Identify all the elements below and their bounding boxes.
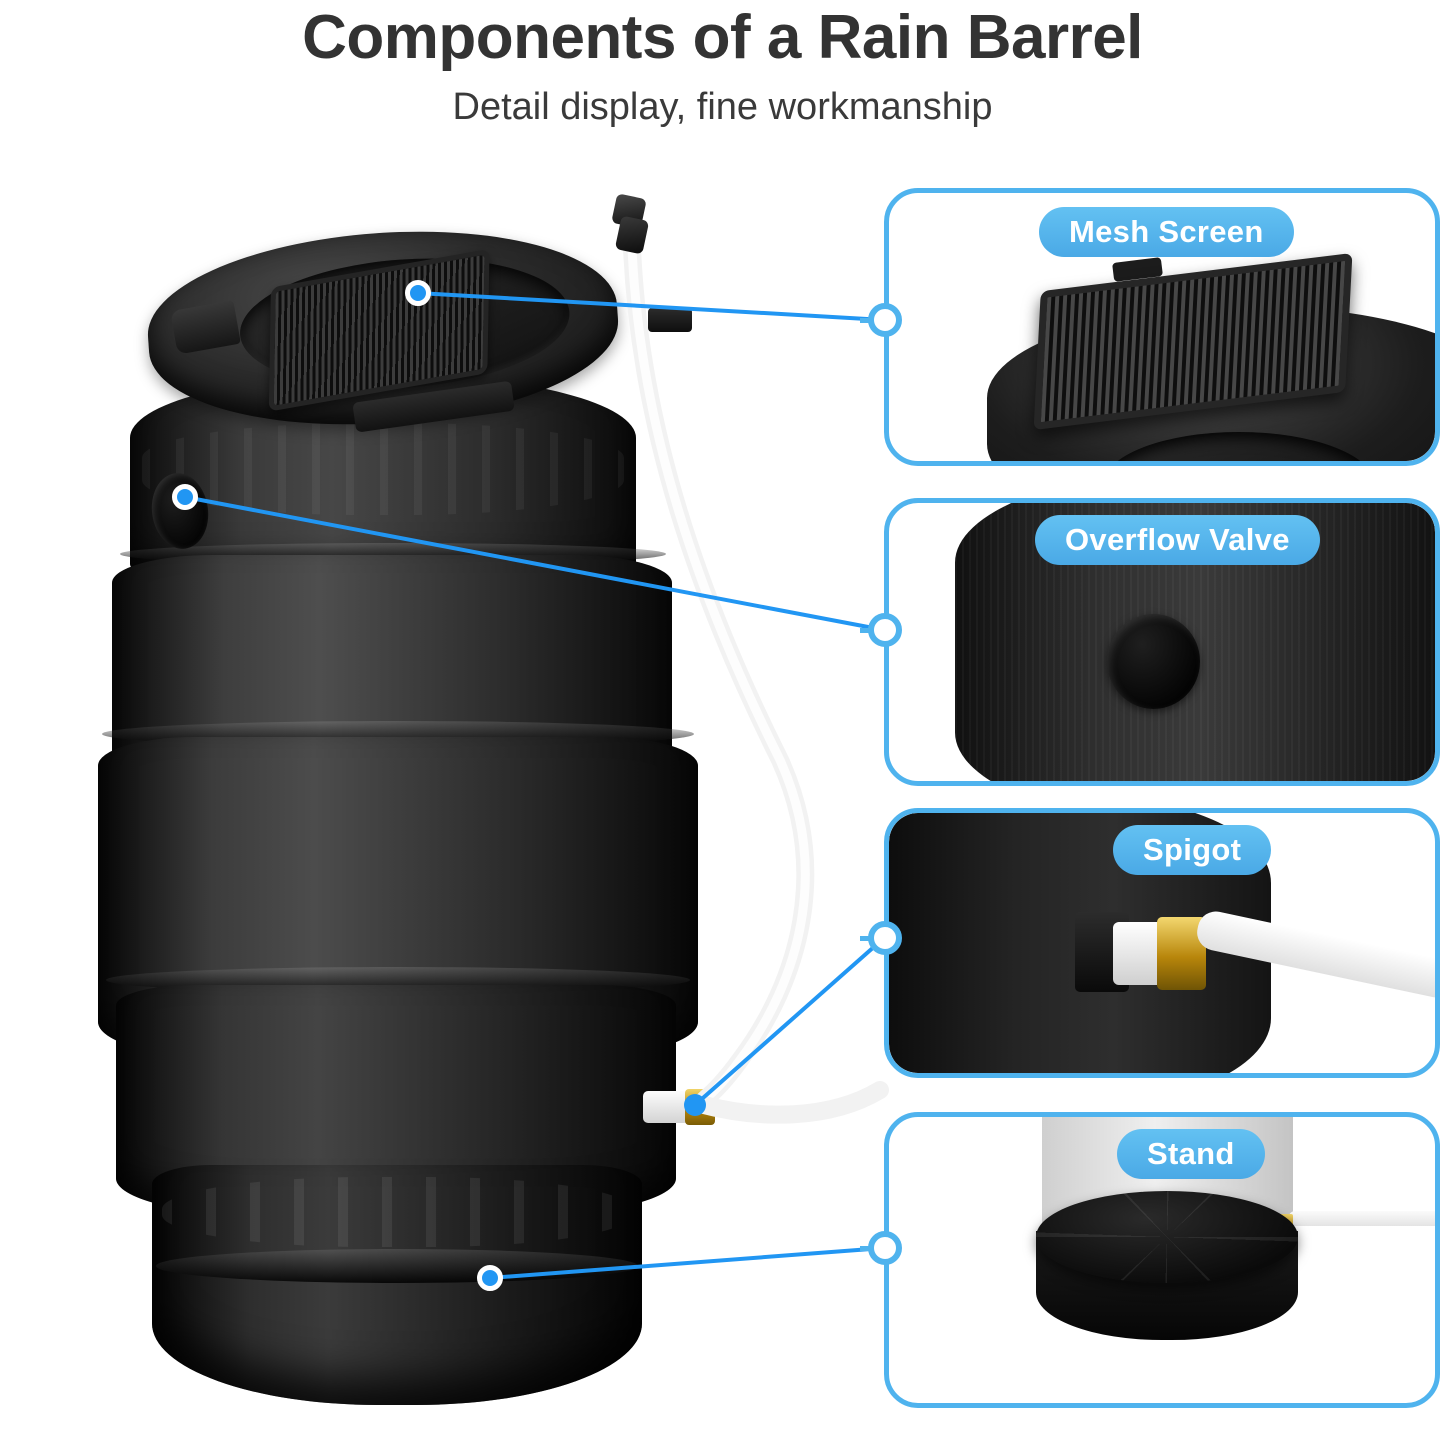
page-title: Components of a Rain Barrel xyxy=(302,3,1143,72)
hose-connector-lower xyxy=(614,215,650,255)
callout-dot-stand[interactable] xyxy=(477,1265,503,1291)
connector-ring-spigot xyxy=(868,921,902,955)
stand-top-disc xyxy=(1036,1191,1299,1283)
panel-label-overflow-valve: Overflow Valve xyxy=(1035,515,1320,565)
detail-panel-overflow-valve[interactable]: Overflow Valve xyxy=(884,498,1440,786)
connector-ring-mesh-screen xyxy=(868,303,902,337)
overflow-valve-closeup xyxy=(1107,614,1201,709)
callout-dot-overflow-valve[interactable] xyxy=(172,484,198,510)
panel-label-spigot: Spigot xyxy=(1113,825,1272,875)
barrel-lid-lip xyxy=(170,300,241,355)
panel-label-mesh-screen: Mesh Screen xyxy=(1039,207,1294,257)
hose-clip xyxy=(648,308,692,332)
stand-spoke-ribs xyxy=(1036,1191,1299,1283)
detail-panel-spigot[interactable]: Spigot xyxy=(884,808,1440,1078)
stand-hose xyxy=(1287,1211,1435,1226)
callout-dot-spigot[interactable] xyxy=(684,1094,706,1116)
barrel-base xyxy=(152,1165,642,1405)
barrel-rib-texture xyxy=(142,423,624,515)
barrel-base-rim xyxy=(156,1249,638,1283)
detail-panel-stand[interactable]: Stand xyxy=(884,1112,1440,1408)
overflow-valve-photo xyxy=(889,503,1435,781)
spigot-white-nut xyxy=(643,1091,689,1123)
detail-panel-mesh-screen[interactable]: Mesh Screen xyxy=(884,188,1440,466)
connector-ring-stand xyxy=(868,1231,902,1265)
page-subtitle: Detail display, fine workmanship xyxy=(452,86,993,128)
panel-label-stand: Stand xyxy=(1117,1129,1265,1179)
callout-dot-mesh-screen[interactable] xyxy=(405,280,431,306)
mesh-screen-photo xyxy=(889,193,1435,461)
rain-barrel-illustration xyxy=(90,216,730,1405)
lid-inner-ring xyxy=(1102,432,1376,461)
connector-ring-overflow-valve xyxy=(868,613,902,647)
barrel-base-ribs xyxy=(162,1177,632,1247)
hose-connector-icon xyxy=(608,193,652,255)
